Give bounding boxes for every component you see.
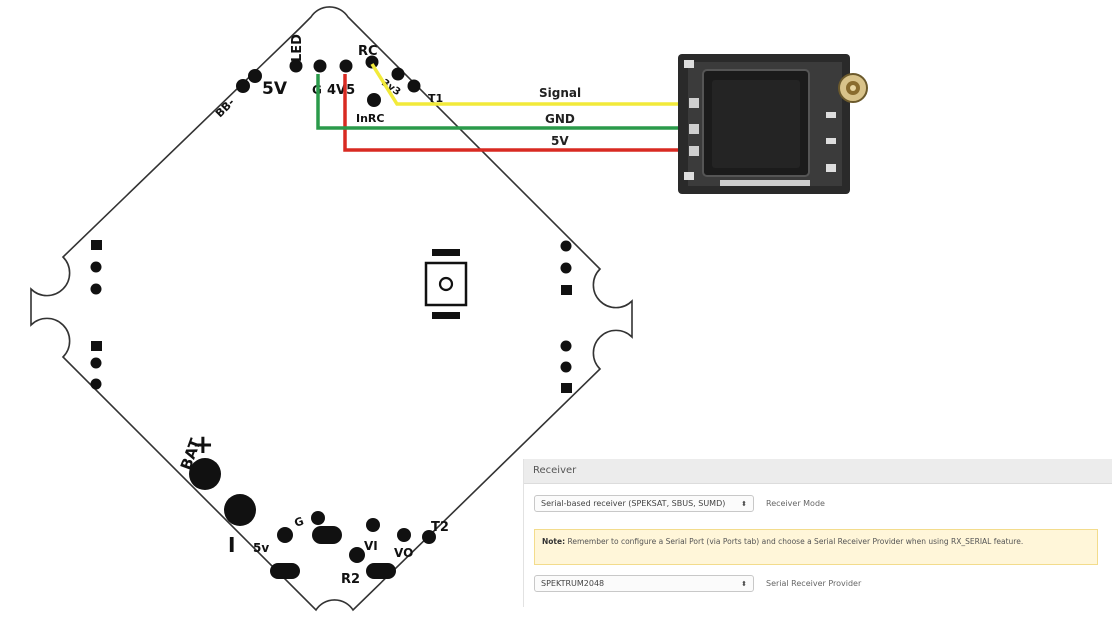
wire-label-signal: Signal: [539, 86, 581, 100]
bottom-labels: BAT + I 5v G VI VO T2 R2: [177, 430, 449, 587]
panel-header: Receiver: [524, 459, 1112, 484]
wire-label-gnd: GND: [545, 112, 575, 126]
receiver-mode-label: Receiver Mode: [766, 499, 825, 508]
receiver-mode-value: Serial-based receiver (SPEKSAT, SBUS, SU…: [541, 499, 726, 508]
wire-gnd: [316, 74, 692, 130]
wire-5v: [343, 74, 692, 152]
boot-button: [424, 249, 468, 319]
note-bold: Note:: [542, 537, 566, 546]
top-pads: [236, 55, 421, 107]
pad-label-4v5: 4V5: [327, 83, 355, 98]
pad-label-minus: I: [228, 533, 235, 557]
pad-label-plus: +: [192, 430, 214, 460]
provider-value: SPEKTRUM2048: [541, 579, 605, 588]
motor-pads: [90, 240, 572, 393]
pad-label-r2: R2: [341, 572, 360, 587]
pad-label-vo: VO: [394, 546, 413, 560]
bottom-pads: [189, 458, 436, 579]
wire-signal: [370, 63, 692, 106]
pad-label-t2: T2: [431, 520, 449, 535]
pad-label-5v-top: 5V: [262, 79, 288, 99]
pad-label-rc: RC: [358, 44, 378, 59]
receiver-module: [678, 54, 868, 194]
pad-label-5v-bottom: 5v: [253, 541, 269, 555]
pad-label-t1: T1: [428, 92, 443, 105]
pad-label-inrc: InRC: [356, 112, 384, 125]
pad-label-led: LED: [290, 34, 305, 62]
wire-label-5v: 5V: [551, 134, 569, 148]
flight-controller-board: [30, 6, 633, 612]
provider-select[interactable]: SPEKTRUM2048 ⬍: [534, 575, 754, 592]
pad-label-vi: VI: [364, 539, 378, 553]
serial-note: Note: Remember to configure a Serial Por…: [534, 529, 1098, 565]
receiver-panel: Receiver Serial-based receiver (SPEKSAT,…: [523, 459, 1112, 607]
receiver-mode-select[interactable]: Serial-based receiver (SPEKSAT, SBUS, SU…: [534, 495, 754, 512]
pad-label-g-bottom: G: [293, 515, 306, 530]
select-arrow-icon: ⬍: [741, 499, 747, 508]
wires: Signal GND 5V: [316, 63, 692, 152]
note-text: Remember to configure a Serial Port (via…: [565, 537, 1024, 546]
receiver-mode-row: Serial-based receiver (SPEKSAT, SBUS, SU…: [534, 495, 825, 512]
select-arrow-icon: ⬍: [741, 579, 747, 588]
provider-row: SPEKTRUM2048 ⬍ Serial Receiver Provider: [534, 575, 861, 592]
provider-label: Serial Receiver Provider: [766, 579, 862, 588]
